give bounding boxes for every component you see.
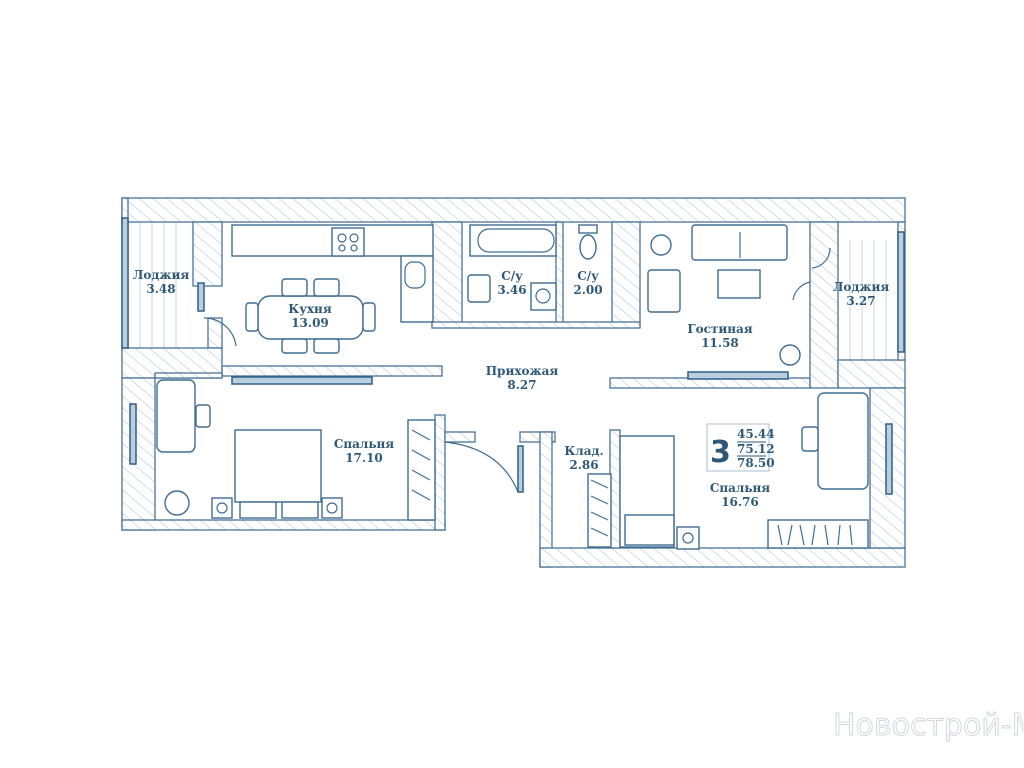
- room-name: Спальня: [710, 481, 770, 495]
- living-area: 45.44: [737, 427, 775, 441]
- loggia-right-floor: [849, 240, 887, 360]
- room-area: 16.76: [721, 495, 759, 509]
- sink-icon: [400, 255, 434, 323]
- bedroom-right-furniture: [587, 392, 869, 550]
- room-area: 2.00: [573, 283, 602, 297]
- armchair-icon: [647, 269, 681, 313]
- doors: [203, 247, 831, 493]
- room-area: 3.46: [497, 283, 526, 297]
- bathroom-furniture: [467, 224, 598, 311]
- desk-icon: [817, 392, 869, 490]
- room-name: С/у: [577, 269, 599, 283]
- apartment-summary: 3 45.44 75.12 78.50: [706, 423, 775, 472]
- kitchen-furniture: [231, 224, 434, 354]
- room-name: Гостиная: [687, 322, 752, 336]
- room-name: Кухня: [288, 302, 332, 316]
- room-area: 8.27: [507, 378, 536, 392]
- room-name: Лоджия: [133, 268, 190, 282]
- plant-icon: [164, 490, 190, 516]
- room-area: 3.48: [146, 282, 175, 296]
- bedroom-left-furniture: [156, 379, 436, 521]
- desk-icon: [156, 379, 196, 453]
- room-area: 11.58: [701, 336, 739, 350]
- room-name: Лоджия: [833, 280, 890, 294]
- room-count: 3: [710, 435, 731, 470]
- stove-icon: [331, 227, 365, 257]
- room-name: Клад.: [564, 444, 603, 458]
- coffee-table: [717, 269, 761, 299]
- room-labels: Лоджия 3.48 Кухня 13.09 С/у 3.46 С/у 2.0…: [133, 268, 890, 509]
- room-area: 17.10: [345, 451, 383, 465]
- windows: [121, 217, 905, 495]
- toilet-icon: [578, 224, 598, 234]
- bed-icon: [234, 429, 322, 503]
- room-area: 2.86: [569, 458, 598, 472]
- loggia-left-floor: [139, 222, 177, 348]
- total-with-loggias: 78.50: [737, 456, 775, 470]
- room-name: Спальня: [334, 437, 394, 451]
- plant-icon: [779, 344, 801, 366]
- total-area: 75.12: [737, 442, 775, 456]
- room-name: Прихожая: [486, 364, 559, 378]
- living-furniture: [647, 224, 801, 366]
- bathtub-icon: [469, 224, 557, 257]
- room-area: 13.09: [291, 316, 329, 330]
- watermark: Новострой-М: [833, 708, 1024, 743]
- washing-machine-icon: [530, 282, 557, 311]
- plant-icon: [650, 234, 672, 256]
- wardrobe-icon: [767, 519, 869, 549]
- room-area: 3.27: [846, 294, 875, 308]
- washbasin-icon: [467, 274, 491, 303]
- room-name: С/у: [501, 269, 523, 283]
